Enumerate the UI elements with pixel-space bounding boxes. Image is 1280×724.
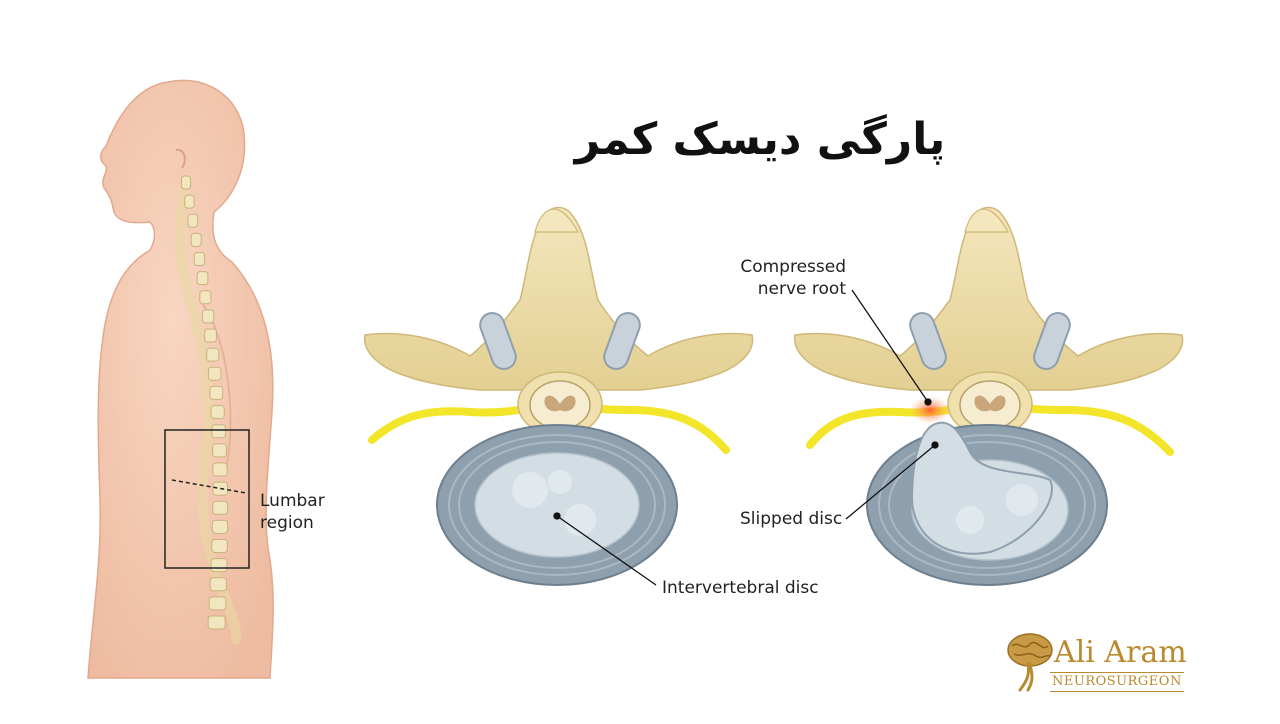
vertebra-segment xyxy=(212,443,227,458)
body-silhouette xyxy=(87,79,274,679)
lumbar-region-box xyxy=(164,429,250,569)
logo-subtitle: NEUROSURGEON xyxy=(1050,672,1184,692)
logo-name: Ali Aram xyxy=(1054,635,1187,670)
vertebra-segment xyxy=(207,615,226,630)
slipped-disc-label: Slipped disc xyxy=(740,509,843,529)
vertebra-segment xyxy=(196,271,209,286)
vertebra-segment xyxy=(206,347,220,362)
compressed-nerve-root-label: Compressed nerve root xyxy=(740,257,846,299)
lumbar-region-label: Lumbar region xyxy=(260,491,325,533)
brain-icon xyxy=(1007,633,1053,692)
vertebra-segment xyxy=(208,596,227,611)
vertebra-segment xyxy=(212,462,228,477)
disc-inner xyxy=(474,452,640,558)
vertebra-segment xyxy=(209,577,227,592)
vertebra-segment xyxy=(207,366,222,381)
intervertebral-disc-label: Intervertebral disc xyxy=(662,578,819,598)
vertebra-slipped xyxy=(794,206,1184,586)
lumbar-dashed-line xyxy=(171,479,247,494)
page-title: پارگی دیسک کمر xyxy=(574,114,946,165)
vertebra-segment xyxy=(201,309,215,324)
vertebra-segment xyxy=(212,481,228,496)
vertebra-segment xyxy=(212,500,229,515)
vertebra-segment xyxy=(211,424,226,439)
vertebra-segment xyxy=(210,405,225,420)
vertebra-segment xyxy=(204,328,217,343)
vertebra-segment xyxy=(190,232,202,247)
vertebra-segment xyxy=(210,558,228,573)
vertebra-segment xyxy=(211,538,228,553)
leader-lines xyxy=(553,289,939,586)
vertebra-segment xyxy=(193,252,206,267)
spine xyxy=(174,175,242,645)
vertebra-segment xyxy=(209,385,224,400)
vertebra-segment xyxy=(211,519,229,534)
vertebra-segment xyxy=(187,213,199,228)
vertebra-segment xyxy=(181,175,191,190)
vertebra-normal xyxy=(364,206,754,586)
vertebra-segment xyxy=(184,194,195,209)
herniated-disc xyxy=(910,421,1053,555)
compressed-nerve-glow xyxy=(910,396,950,424)
vertebra-segment xyxy=(199,290,212,305)
